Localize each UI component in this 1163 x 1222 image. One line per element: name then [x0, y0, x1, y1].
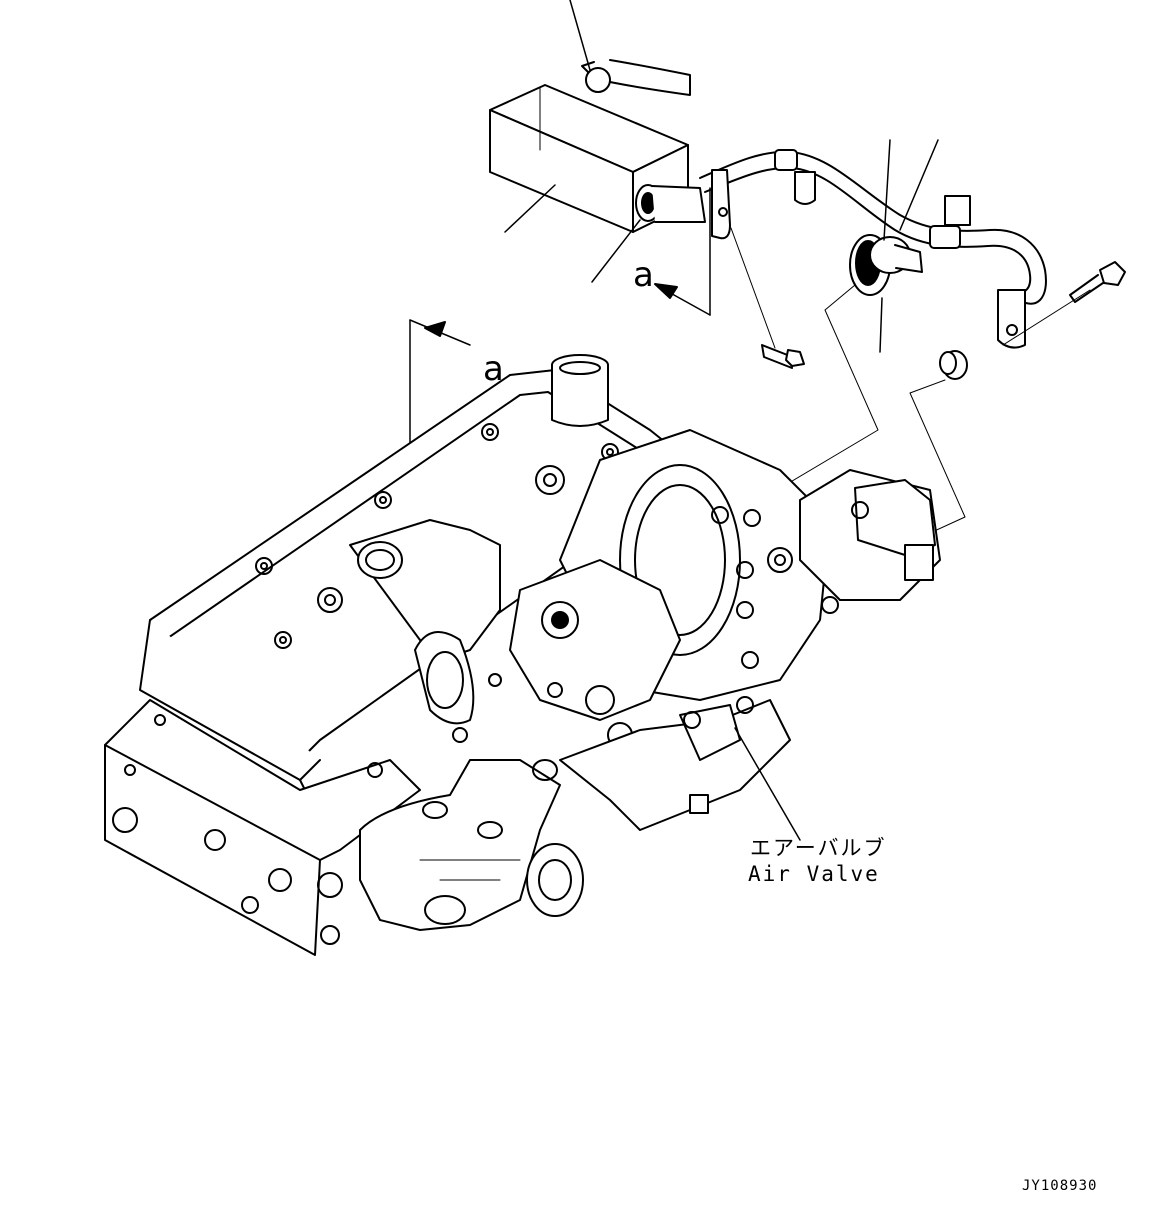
bolt-right [1002, 261, 1126, 346]
view-arrow-upper-letter: a [633, 255, 654, 295]
upper-hose-clip [569, 0, 691, 96]
air-hose [699, 149, 1047, 305]
grommet-leader-3 [879, 297, 883, 353]
grommet-leader-1 [883, 139, 891, 241]
callout-japanese: エアーバルブ [750, 836, 887, 860]
drawing-code: JY108930 [1022, 1178, 1098, 1194]
view-arrow-upper [654, 187, 711, 316]
box-leader [504, 184, 556, 233]
grommet-leader-2 [899, 139, 939, 231]
grommet [849, 234, 923, 296]
engine-block [104, 354, 941, 956]
view-arrow-lower-letter: a [483, 349, 504, 389]
fitting-leader [591, 219, 641, 283]
connection-line-1 [739, 284, 879, 513]
bolt-left [730, 227, 805, 369]
hose-bracket [711, 169, 1026, 349]
washer [939, 350, 968, 380]
air-valve-leader [734, 727, 801, 841]
callout-english: Air Valve [748, 862, 880, 886]
box-outlet-fitting [635, 184, 706, 223]
